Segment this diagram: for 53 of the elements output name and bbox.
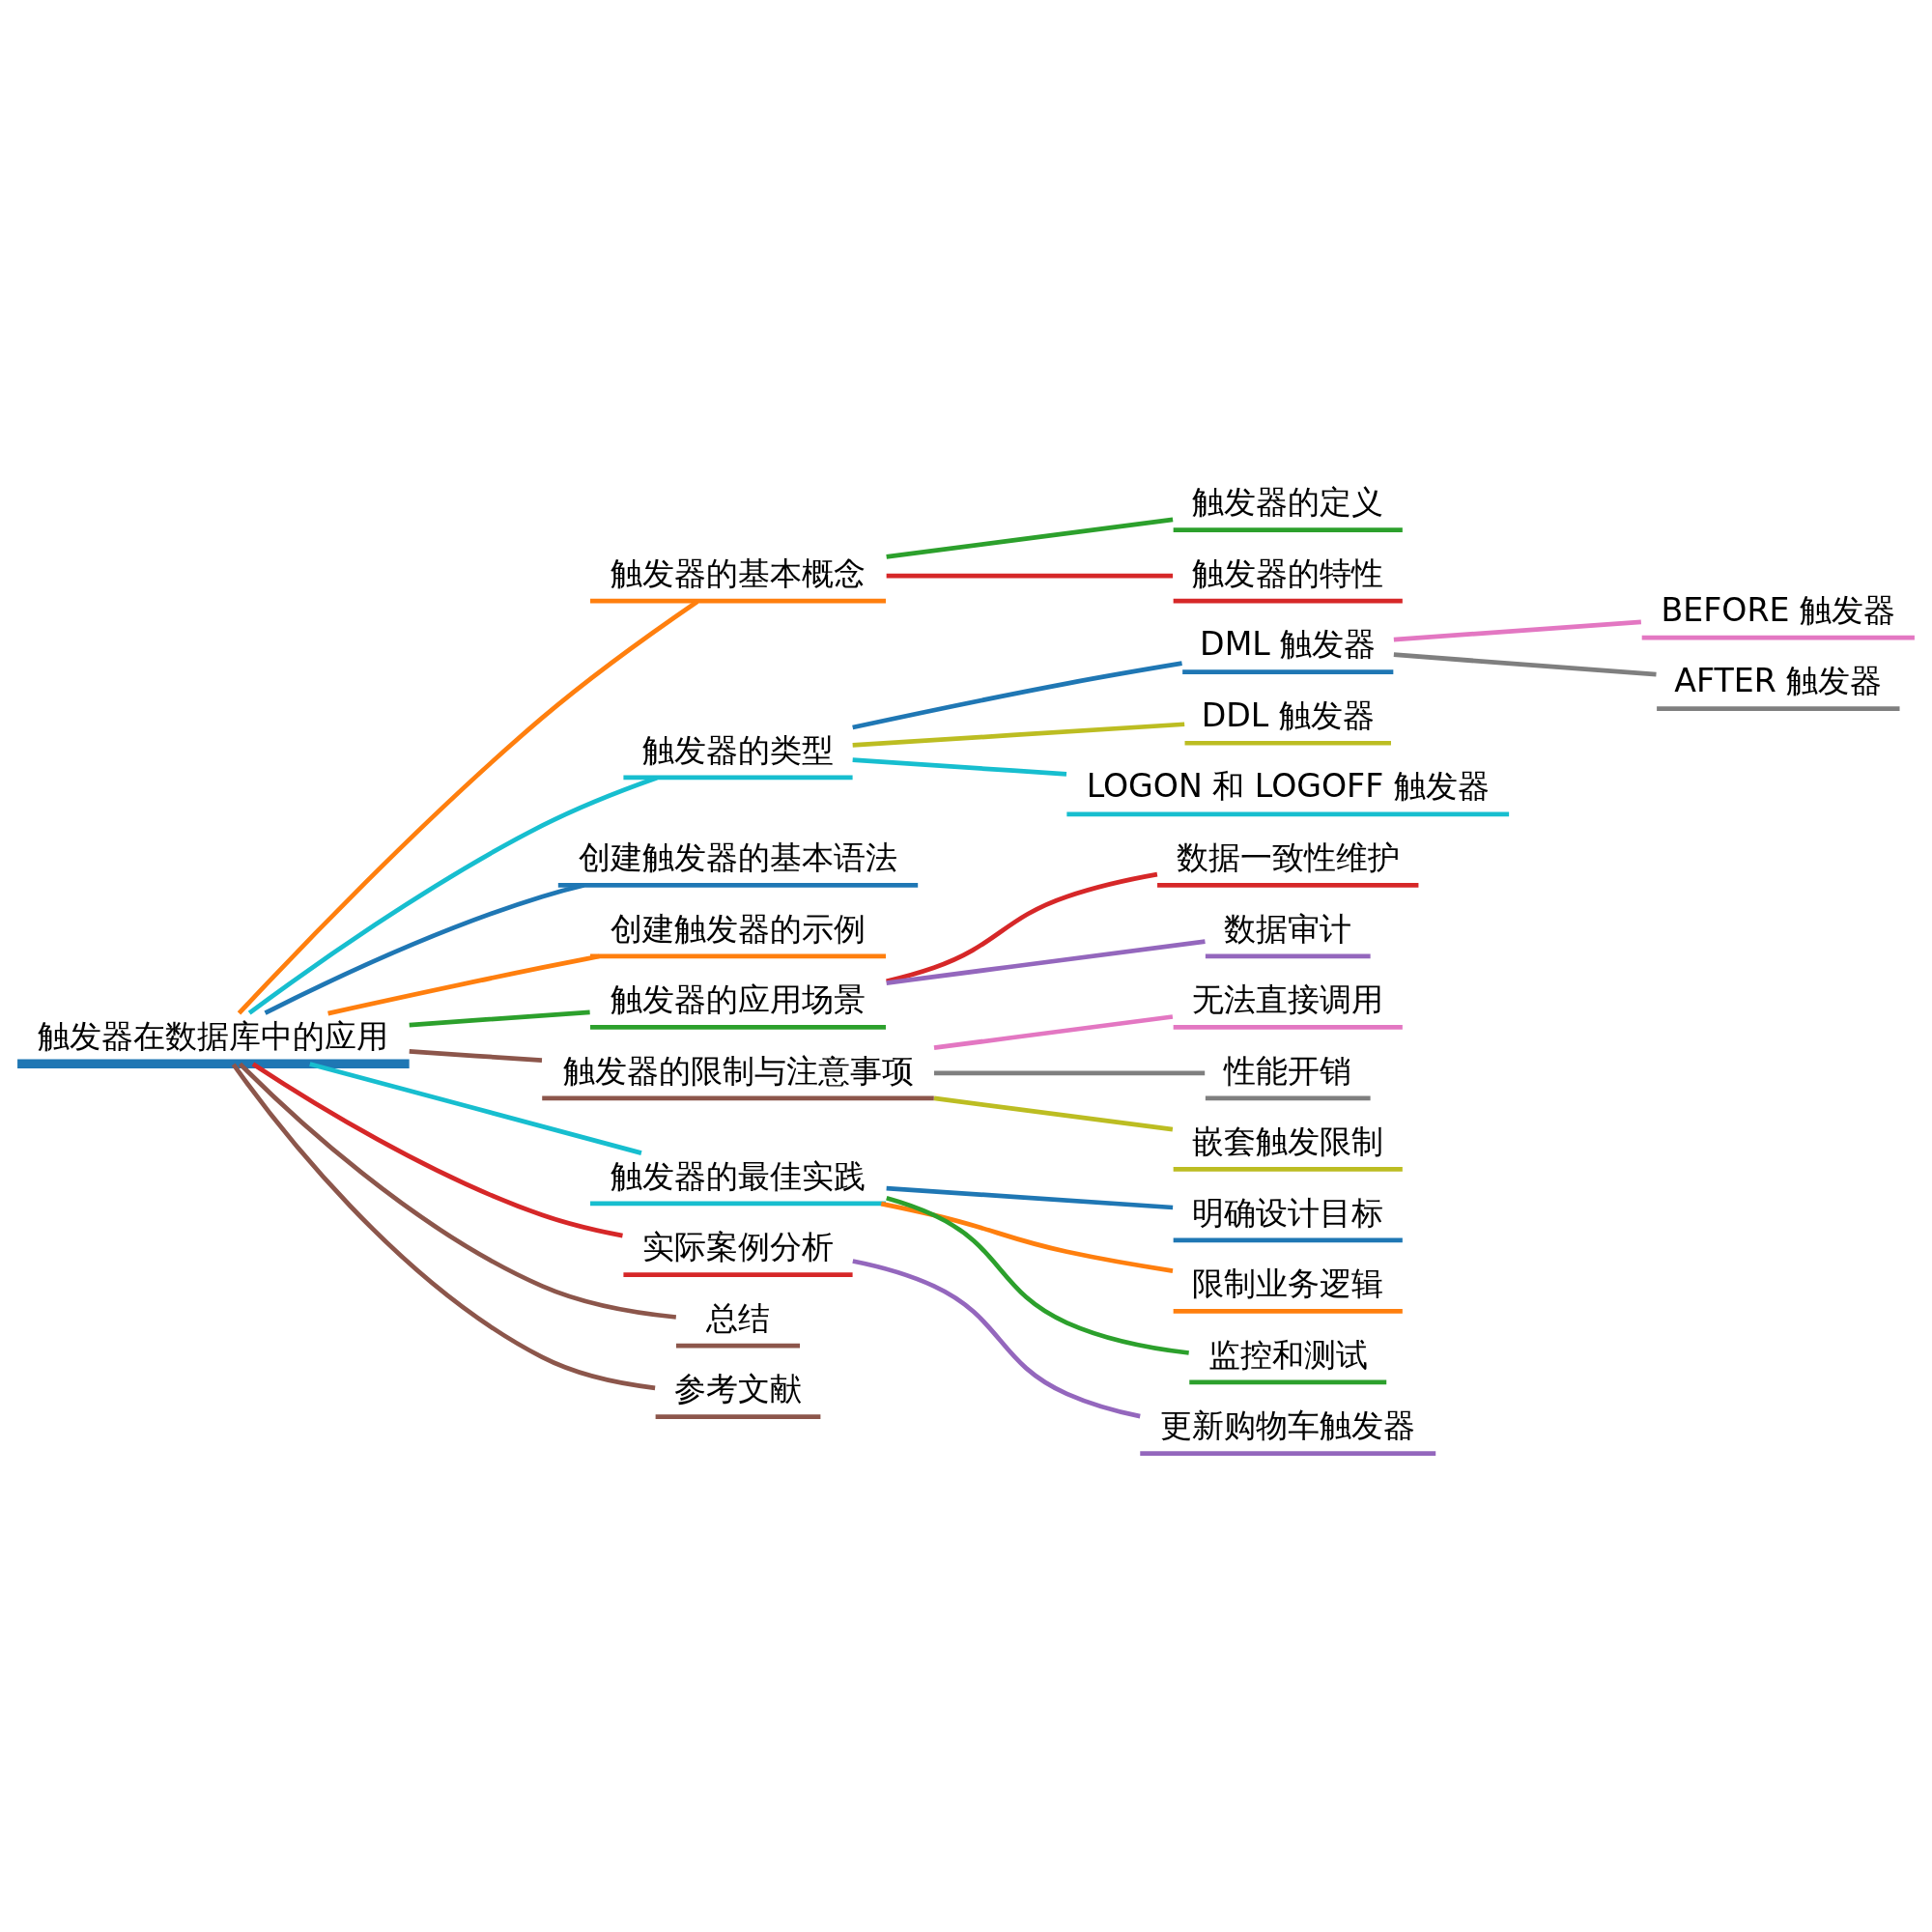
- connector: [886, 516, 1174, 559]
- connector: [1393, 619, 1642, 641]
- connector: [886, 1195, 1189, 1355]
- connector: [934, 1069, 1206, 1075]
- node-text: 实际案例分析: [642, 1227, 834, 1265]
- connector: [852, 660, 1182, 729]
- connector: [247, 775, 658, 1015]
- node-text: 限制业务逻辑: [1192, 1264, 1384, 1302]
- connector: [264, 882, 584, 1015]
- connector: [886, 573, 1174, 578]
- connector: [880, 1201, 1174, 1273]
- node-text: 嵌套触发限制: [1192, 1122, 1384, 1160]
- node-text: 明确设计目标: [1192, 1193, 1384, 1232]
- node-text: 触发器的应用场景: [611, 980, 866, 1018]
- node-text: DDL 触发器: [1201, 696, 1375, 734]
- node-text: 触发器的限制与注意事项: [562, 1051, 914, 1090]
- node-text: 性能开销: [1224, 1051, 1352, 1090]
- connector: [852, 756, 1067, 777]
- node-text: DML 触发器: [1200, 624, 1377, 663]
- connector: [886, 938, 1206, 985]
- node-text: 创建触发器的示例: [611, 909, 866, 948]
- node-text: 监控和测试: [1208, 1335, 1368, 1374]
- node-text: AFTER 触发器: [1674, 661, 1883, 699]
- connector: [933, 1013, 1174, 1050]
- node-text: 触发器的特性: [1192, 554, 1384, 592]
- node-text: 触发器在数据库中的应用: [38, 1016, 389, 1055]
- connector: [886, 1185, 1174, 1209]
- connector: [852, 1258, 1141, 1418]
- connector: [933, 1095, 1174, 1131]
- connector: [251, 1062, 623, 1237]
- node-text: 无法直接调用: [1192, 980, 1384, 1018]
- connector: [409, 1009, 590, 1027]
- connector: [309, 1061, 642, 1155]
- connector: [852, 721, 1185, 748]
- connector: [1393, 651, 1657, 677]
- node-text: LOGON 和 LOGOFF 触发器: [1086, 766, 1490, 805]
- node-text: BEFORE 触发器: [1661, 590, 1896, 629]
- node-text: 总结: [706, 1298, 770, 1337]
- node-text: 触发器的最佳实践: [611, 1156, 866, 1195]
- node-text: 数据审计: [1224, 909, 1352, 948]
- connector: [886, 871, 1158, 983]
- connector: [327, 953, 600, 1015]
- node-text: 参考文献: [674, 1369, 802, 1407]
- node-text: 触发器的类型: [642, 730, 834, 769]
- node-text: 更新购物车触发器: [1160, 1406, 1416, 1444]
- node-text: 创建触发器的基本语法: [579, 838, 897, 876]
- connector: [237, 599, 699, 1015]
- node-text: 触发器的定义: [1192, 482, 1384, 521]
- connector: [409, 1048, 543, 1063]
- node-text: 数据一致性维护: [1176, 838, 1400, 876]
- node-text: 触发器的基本概念: [611, 554, 866, 592]
- connector: [231, 1063, 656, 1390]
- connector: [238, 1062, 677, 1320]
